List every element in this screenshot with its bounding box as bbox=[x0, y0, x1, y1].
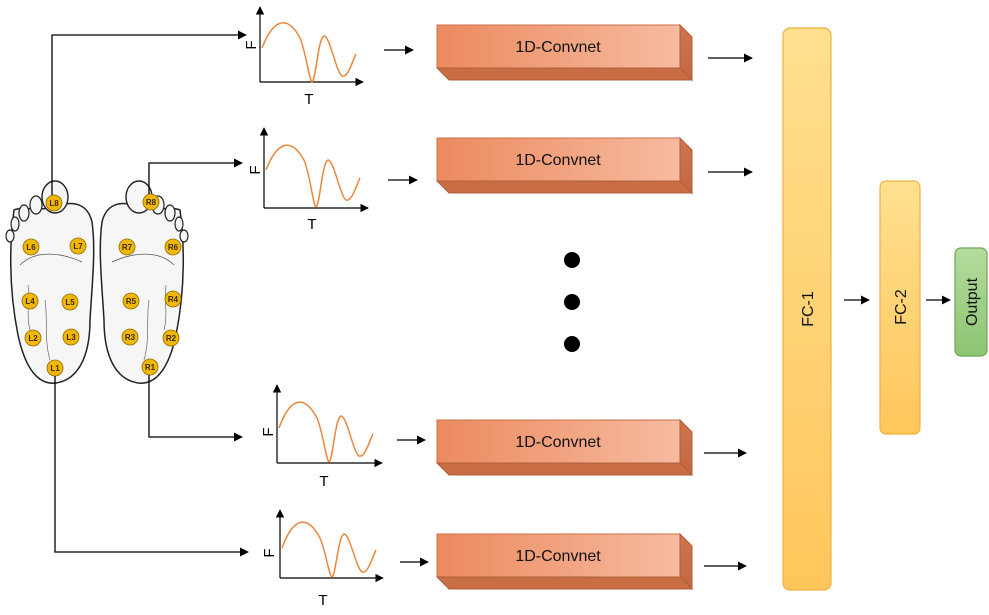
svg-text:L1: L1 bbox=[50, 364, 60, 373]
convnet-label: 1D-Convnet bbox=[515, 39, 601, 56]
ellipsis-dot bbox=[564, 252, 580, 268]
convnet-block-1: 1D-Convnet bbox=[435, 23, 694, 82]
output-layer: Output bbox=[954, 247, 988, 357]
fc2-layer: FC-2 bbox=[879, 180, 921, 435]
svg-text:R8: R8 bbox=[146, 198, 157, 207]
svg-text:L6: L6 bbox=[26, 243, 36, 252]
sensor-R2: R2 bbox=[162, 329, 180, 347]
x-axis-label: T bbox=[304, 91, 313, 108]
svg-text:R2: R2 bbox=[166, 334, 177, 343]
signal-plot-1: F T bbox=[243, 6, 364, 108]
svg-text:L8: L8 bbox=[49, 199, 59, 208]
svg-text:R5: R5 bbox=[126, 297, 137, 306]
convnet-block-4: 1D-Convnet bbox=[435, 532, 694, 591]
signal-plot-2: F T bbox=[247, 127, 369, 233]
sensor-R6: R6 bbox=[164, 238, 182, 256]
fc1-layer: FC-1 bbox=[782, 27, 832, 591]
connector-R1 bbox=[148, 375, 243, 442]
svg-text:R6: R6 bbox=[168, 243, 179, 252]
connector-L1 bbox=[54, 376, 249, 557]
sensor-L5: L5 bbox=[61, 293, 79, 311]
x-axis-label: T bbox=[319, 473, 328, 490]
svg-text:R1: R1 bbox=[145, 363, 156, 372]
convnet-label: 1D-Convnet bbox=[515, 548, 601, 565]
sensor-R7: R7 bbox=[118, 238, 136, 256]
connector-R8 bbox=[148, 158, 243, 194]
sensor-R8: R8 bbox=[142, 193, 160, 211]
x-axis-label: T bbox=[307, 216, 316, 233]
y-axis-label: F bbox=[260, 427, 277, 436]
connector-L8 bbox=[51, 30, 247, 195]
right-foot bbox=[99, 180, 189, 384]
fc2-label: FC-2 bbox=[893, 289, 910, 325]
svg-text:R3: R3 bbox=[125, 333, 136, 342]
ellipsis-dot bbox=[564, 294, 580, 310]
sensor-L8: L8 bbox=[45, 194, 63, 212]
convnet-block-3: 1D-Convnet bbox=[435, 418, 694, 477]
sensor-L7: L7 bbox=[69, 237, 87, 255]
svg-text:L7: L7 bbox=[73, 242, 83, 251]
sensor-R1: R1 bbox=[141, 358, 159, 376]
y-axis-label: F bbox=[247, 165, 264, 174]
sensor-L2: L2 bbox=[24, 329, 42, 347]
fc1-label: FC-1 bbox=[800, 291, 817, 327]
convnet-label: 1D-Convnet bbox=[515, 434, 601, 451]
output-label: Output bbox=[964, 277, 981, 326]
sensor-R5: R5 bbox=[122, 292, 140, 310]
ellipsis-dot bbox=[564, 336, 580, 352]
svg-text:L3: L3 bbox=[66, 333, 76, 342]
y-axis-label: F bbox=[261, 548, 278, 557]
signal-plot-3: F T bbox=[260, 384, 383, 490]
sensor-R4: R4 bbox=[164, 290, 182, 308]
svg-text:L2: L2 bbox=[28, 334, 38, 343]
sensor-L4: L4 bbox=[21, 292, 39, 310]
svg-text:L4: L4 bbox=[25, 297, 35, 306]
sensor-L3: L3 bbox=[62, 328, 80, 346]
signal-plot-4: F T bbox=[261, 509, 384, 609]
sensor-L1: L1 bbox=[46, 359, 64, 377]
convnet-label: 1D-Convnet bbox=[515, 152, 601, 169]
left-foot bbox=[5, 180, 95, 384]
svg-text:R4: R4 bbox=[168, 295, 179, 304]
convnet-block-2: 1D-Convnet bbox=[435, 136, 694, 195]
sensor-R3: R3 bbox=[121, 328, 139, 346]
y-axis-label: F bbox=[243, 40, 260, 49]
svg-text:R7: R7 bbox=[122, 243, 133, 252]
x-axis-label: T bbox=[318, 592, 327, 609]
svg-text:L5: L5 bbox=[65, 298, 75, 307]
sensor-L6: L6 bbox=[22, 238, 40, 256]
